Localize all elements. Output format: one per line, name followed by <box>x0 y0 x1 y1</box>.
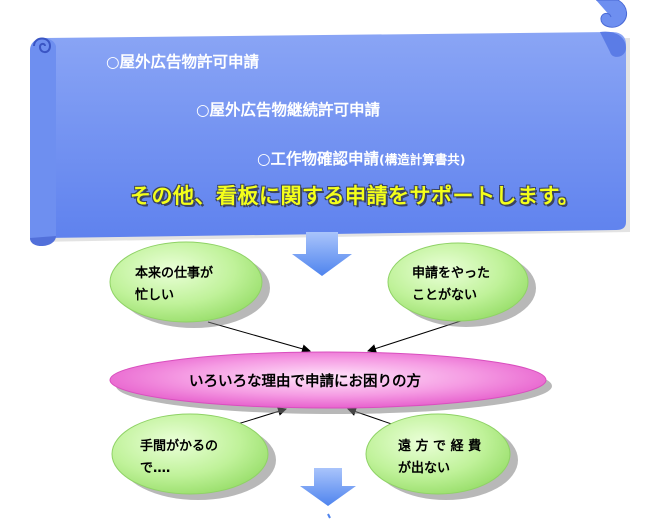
circle-mark: ○ <box>257 150 271 168</box>
application-item-outdoor-ad-renewal: ○屋外広告物継続許可申請 <box>196 101 381 119</box>
circle-mark: ○ <box>196 101 210 119</box>
bubble-bottom-right-text: 遠 方 で 経 費 が出ない <box>398 439 482 476</box>
bubble-top-right-text: 申請をやった ことがない <box>412 266 491 303</box>
bubble-top-right <box>387 242 536 327</box>
scroll-banner <box>30 31 630 247</box>
circle-mark: ○ <box>106 53 120 71</box>
center-ellipse-text: いろいろな理由で申請にお困りの方 <box>189 374 421 390</box>
bubble-top-left <box>109 241 270 328</box>
bubble-bottom-left-text: 手間がかるの で‥‥ <box>140 439 219 476</box>
center-ellipse <box>109 351 552 414</box>
bubble-top-left-text: 本来の仕事が 忙しい <box>135 266 214 303</box>
scroll-top-curl <box>596 0 627 28</box>
application-item-outdoor-ad-permit: ○屋外広告物許可申請 <box>106 53 260 71</box>
down-arrow-bottom <box>300 468 356 519</box>
support-slogan: その他、看板に関する申請をサポートします。 <box>130 184 580 208</box>
down-arrow-top <box>292 232 352 276</box>
structure-calc-note: (構造計算書共) <box>379 152 466 167</box>
bubble-bottom-right <box>365 413 518 500</box>
bubble-bottom-left <box>111 413 276 500</box>
application-item-structure-confirmation: ○工作物確認申請(構造計算書共) <box>257 150 466 168</box>
